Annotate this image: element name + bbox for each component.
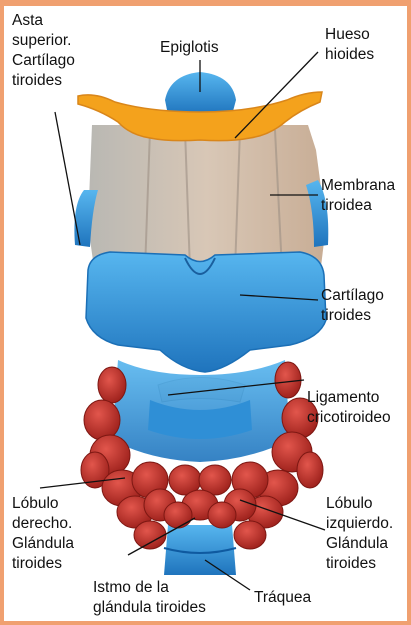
istmo-line-2: glándula tiroides	[93, 598, 206, 618]
lobulo-izquierdo-line-4: tiroides	[326, 554, 393, 574]
label-asta-superior: Asta superior. Cartílago tiroides	[12, 11, 75, 91]
asta-line-1: Asta	[12, 11, 75, 31]
epiglotis-line-1: Epiglotis	[160, 38, 219, 58]
ligamento-line-2: cricotiroideo	[307, 408, 391, 428]
cartilago-line-1: Cartílago	[321, 286, 384, 306]
asta-line-2: superior.	[12, 31, 75, 51]
membrana-line-1: Membrana	[321, 176, 395, 196]
cartilago-line-2: tiroides	[321, 306, 384, 326]
lobulo-izquierdo-line-1: Lóbulo	[326, 494, 393, 514]
label-lobulo-izquierdo: Lóbulo izquierdo. Glándula tiroides	[326, 494, 393, 574]
label-hueso-hioides: Hueso hioides	[325, 25, 374, 65]
thyroid-isthmus	[164, 465, 236, 528]
label-cartilago-tiroides: Cartílago tiroides	[321, 286, 384, 326]
label-ligamento-cricotiroideo: Ligamento cricotiroideo	[307, 388, 391, 428]
lobulo-izquierdo-line-2: izquierdo.	[326, 514, 393, 534]
lobulo-derecho-line-1: Lóbulo	[12, 494, 74, 514]
lobulo-derecho-line-2: derecho.	[12, 514, 74, 534]
leader-asta	[55, 112, 80, 245]
asta-line-4: tiroides	[12, 71, 75, 91]
label-traquea: Tráquea	[254, 588, 311, 608]
lobulo-derecho-line-4: tiroides	[12, 554, 74, 574]
label-lobulo-derecho: Lóbulo derecho. Glándula tiroides	[12, 494, 74, 574]
membrana-line-2: tiroidea	[321, 196, 395, 216]
label-membrana-tiroidea: Membrana tiroidea	[321, 176, 395, 216]
hioides-line-2: hioides	[325, 45, 374, 65]
lobulo-derecho-line-3: Glándula	[12, 534, 74, 554]
label-istmo: Istmo de la glándula tiroides	[93, 578, 206, 618]
hioides-line-1: Hueso	[325, 25, 374, 45]
label-epiglotis: Epiglotis	[160, 38, 219, 58]
lobulo-izquierdo-line-3: Glándula	[326, 534, 393, 554]
istmo-line-1: Istmo de la	[93, 578, 206, 598]
traquea-line-1: Tráquea	[254, 588, 311, 608]
thyroid-cartilage	[86, 252, 326, 372]
ligamento-line-1: Ligamento	[307, 388, 391, 408]
asta-line-3: Cartílago	[12, 51, 75, 71]
